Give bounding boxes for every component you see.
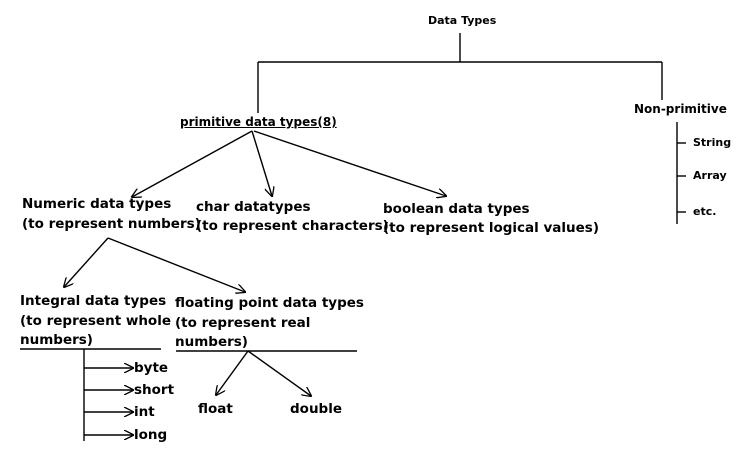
node-boolean-subtitle: (to represent logical values) [383, 220, 599, 236]
arrow-primitive-numeric [132, 130, 253, 197]
node-data-types: Data Types [428, 14, 497, 27]
node-integral-title: Integral data types [20, 293, 167, 309]
integral-item-int: int [134, 404, 155, 420]
arrow-primitive-boolean [253, 130, 446, 196]
arrow-floating-float [216, 350, 249, 395]
non-primitive-item-string: String [693, 136, 732, 149]
node-char-subtitle: (to represent characters) [196, 218, 389, 234]
non-primitive-item-array: Array [693, 169, 727, 182]
arrow-floating-double [247, 350, 311, 396]
non-primitive-item-etc: etc. [693, 205, 717, 218]
node-char-title: char datatypes [196, 199, 311, 215]
node-non-primitive: Non-primitive [634, 102, 727, 116]
integral-item-short: short [134, 382, 175, 398]
node-floating-subtitle-2: numbers) [175, 334, 248, 350]
node-integral-subtitle: (to represent whole [20, 313, 171, 329]
node-primitive-data-types: primitive data types(8) [180, 115, 337, 129]
node-numeric-subtitle: (to represent numbers) [22, 216, 201, 232]
arrow-primitive-char [251, 130, 272, 196]
node-floating-subtitle: (to represent real [175, 315, 311, 331]
integral-item-long: long [134, 427, 168, 443]
node-integral-subtitle-2: numbers) [20, 332, 93, 348]
arrow-numeric-floating [107, 237, 245, 292]
arrow-numeric-integral [64, 237, 109, 287]
integral-item-byte: byte [134, 360, 169, 376]
node-numeric-title: Numeric data types [22, 196, 172, 212]
floating-item-float: float [198, 401, 233, 417]
node-floating-title: floating point data types [175, 295, 364, 311]
node-boolean-title: boolean data types [383, 201, 530, 217]
floating-item-double: double [290, 401, 342, 417]
